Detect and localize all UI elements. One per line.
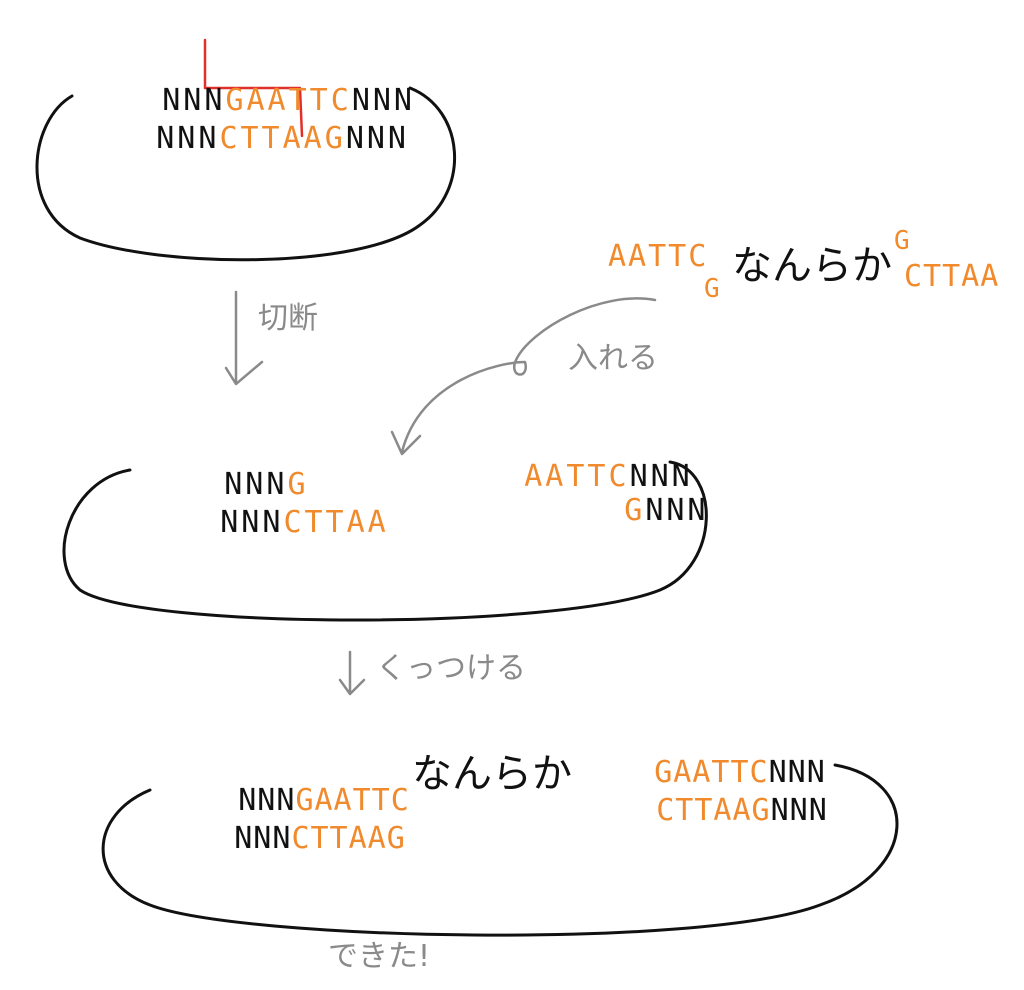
step1-top-strand: NNNGAATTCNNN: [78, 56, 415, 146]
step3-bottom-prefix: NNN: [234, 821, 292, 856]
step3-top-suffix: NNN: [768, 755, 826, 790]
insert-right-top-g: G: [894, 226, 910, 256]
step2-left-top-site: G: [287, 467, 309, 502]
cut-line: [203, 38, 304, 138]
plasmid-loop-2: [62, 460, 708, 622]
step3-top-prefix: NNN: [238, 783, 296, 818]
step2-right-bottom-suffix: NNN: [645, 493, 709, 528]
insert-left-top: AATTC: [608, 239, 709, 274]
step3-right-bottom: CTTAAGNNN: [580, 766, 828, 856]
step3-top-site-left: GAATTC: [295, 783, 410, 818]
insert-arrow: [390, 297, 657, 456]
step2-left-top-prefix: NNN: [224, 467, 288, 502]
step1-top-suffix: NNN: [351, 83, 415, 118]
step2-left-bottom-prefix: NNN: [220, 505, 284, 540]
step2-left-top: NNNG: [140, 440, 309, 530]
step3-bottom-suffix: NNN: [770, 793, 828, 828]
plasmid-loop-1: [35, 86, 457, 262]
step2-right-top-site: AATTC: [524, 459, 630, 494]
step3-bottom-site-right: CTTAAG: [656, 793, 771, 828]
step2-left-bottom-site: CTTAA: [283, 505, 389, 540]
step1-top-site: GAATTC: [225, 83, 352, 118]
join-label: くっつける: [376, 651, 526, 686]
cut-arrow: [224, 290, 264, 386]
plasmid-loop-3: [101, 763, 899, 937]
step2-right-bottom: GNNN: [540, 466, 709, 556]
insert-middle-text: なんらか: [732, 243, 892, 289]
step1-bottom-strand: NNNCTTAAGNNN: [72, 94, 409, 184]
step3-middle-text: なんらか: [412, 751, 572, 797]
step2-right-bottom-site: G: [624, 493, 646, 528]
step1-bottom-suffix: NNN: [345, 121, 409, 156]
step3-bottom-site-left: CTTAAG: [291, 821, 406, 856]
insert-right-bottom: CTTAA: [904, 259, 1000, 294]
step3-top-strand: NNNGAATTC: [162, 756, 410, 846]
step1-top-prefix: NNN: [162, 83, 226, 118]
step3-top-site-right: GAATTC: [654, 755, 769, 790]
step1-bottom-prefix: NNN: [156, 121, 220, 156]
step2-left-bottom: NNNCTTAA: [136, 478, 389, 568]
step3-bottom-strand: NNNCTTAAG: [158, 794, 406, 884]
step2-right-top-suffix: NNN: [629, 459, 693, 494]
insert-label: 入れる: [568, 341, 658, 376]
step3-right-top: GAATTCNNN: [578, 728, 826, 818]
step2-right-top: AATTCNNN: [440, 432, 693, 522]
join-arrow: [338, 650, 366, 696]
cut-label: 切断: [258, 301, 318, 336]
done-label: できた!: [328, 939, 431, 974]
insert-left-bottom-g: G: [704, 274, 720, 304]
step1-bottom-site: CTTAAG: [219, 121, 346, 156]
